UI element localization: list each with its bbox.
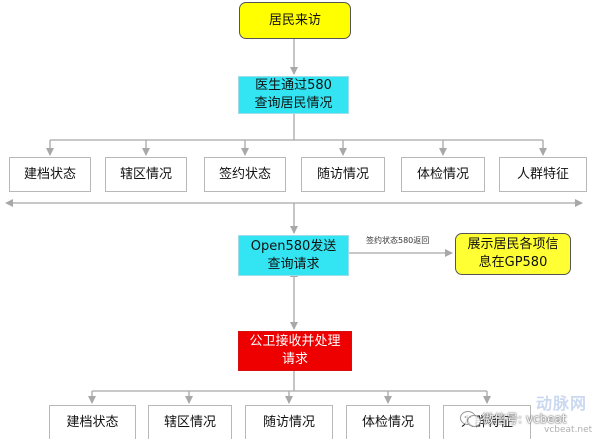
node-doctor-query-line-2: 查询居民情况 xyxy=(254,96,333,111)
watermark: 动脉网 微信号: vcbeat vcbeat.net xyxy=(458,392,602,439)
bottom-category-0-label: 建档状态 xyxy=(66,414,119,430)
top-category-0: 建档状态 xyxy=(9,157,91,192)
node-start-label: 居民来访 xyxy=(268,12,321,28)
bottom-category-1-label: 辖区情况 xyxy=(163,414,216,430)
node-doctor-query: 医生通过580 查询居民情况 xyxy=(238,76,349,114)
bottom-category-1: 辖区情况 xyxy=(148,405,232,439)
top-category-4-label: 体检情况 xyxy=(416,166,469,182)
wechat-icon xyxy=(460,411,481,427)
node-public-health-line-2: 请求 xyxy=(281,352,308,367)
bottom-category-2-label: 随访情况 xyxy=(262,414,315,430)
top-category-2: 签约状态 xyxy=(204,157,286,192)
node-public-health-line-1: 公卫接收并处理 xyxy=(249,334,341,349)
top-category-5-label: 人群特征 xyxy=(516,166,569,182)
node-start: 居民来访 xyxy=(239,2,351,39)
top-category-4: 体检情况 xyxy=(401,157,485,192)
bottom-category-3: 体检情况 xyxy=(346,405,430,439)
bottom-category-2: 随访情况 xyxy=(245,405,333,439)
top-category-1-label: 辖区情况 xyxy=(119,166,172,182)
watermark-brand: 动脉网 xyxy=(536,394,588,413)
node-show-result-line-2: 息在GP580 xyxy=(478,255,548,270)
node-show-result: 展示居民各项信 息在GP580 xyxy=(455,233,571,275)
watermark-site: vcbeat.net xyxy=(544,425,593,435)
top-category-3: 随访情况 xyxy=(301,157,385,192)
bottom-category-3-label: 体检情况 xyxy=(361,414,414,430)
node-public-health: 公卫接收并处理 请求 xyxy=(238,331,352,371)
node-open580-request: Open580发送 查询请求 xyxy=(238,235,349,276)
node-open580-line-2: 查询请求 xyxy=(267,256,320,272)
watermark-wechat-label: 微信号: vcbeat xyxy=(482,412,567,426)
top-category-0-label: 建档状态 xyxy=(23,166,76,182)
node-doctor-query-line-1: 医生通过580 xyxy=(255,78,332,93)
top-category-3-label: 随访情况 xyxy=(316,166,369,182)
top-category-1: 辖区情况 xyxy=(105,157,187,192)
top-category-2-label: 签约状态 xyxy=(218,166,271,182)
bottom-category-0: 建档状态 xyxy=(49,405,136,439)
top-category-5: 人群特征 xyxy=(499,157,587,192)
node-open580-line-1: Open580发送 xyxy=(250,238,337,254)
edge-label-return: 签约状态580返回 xyxy=(366,236,430,245)
node-show-result-line-1: 展示居民各项信 xyxy=(467,237,559,252)
